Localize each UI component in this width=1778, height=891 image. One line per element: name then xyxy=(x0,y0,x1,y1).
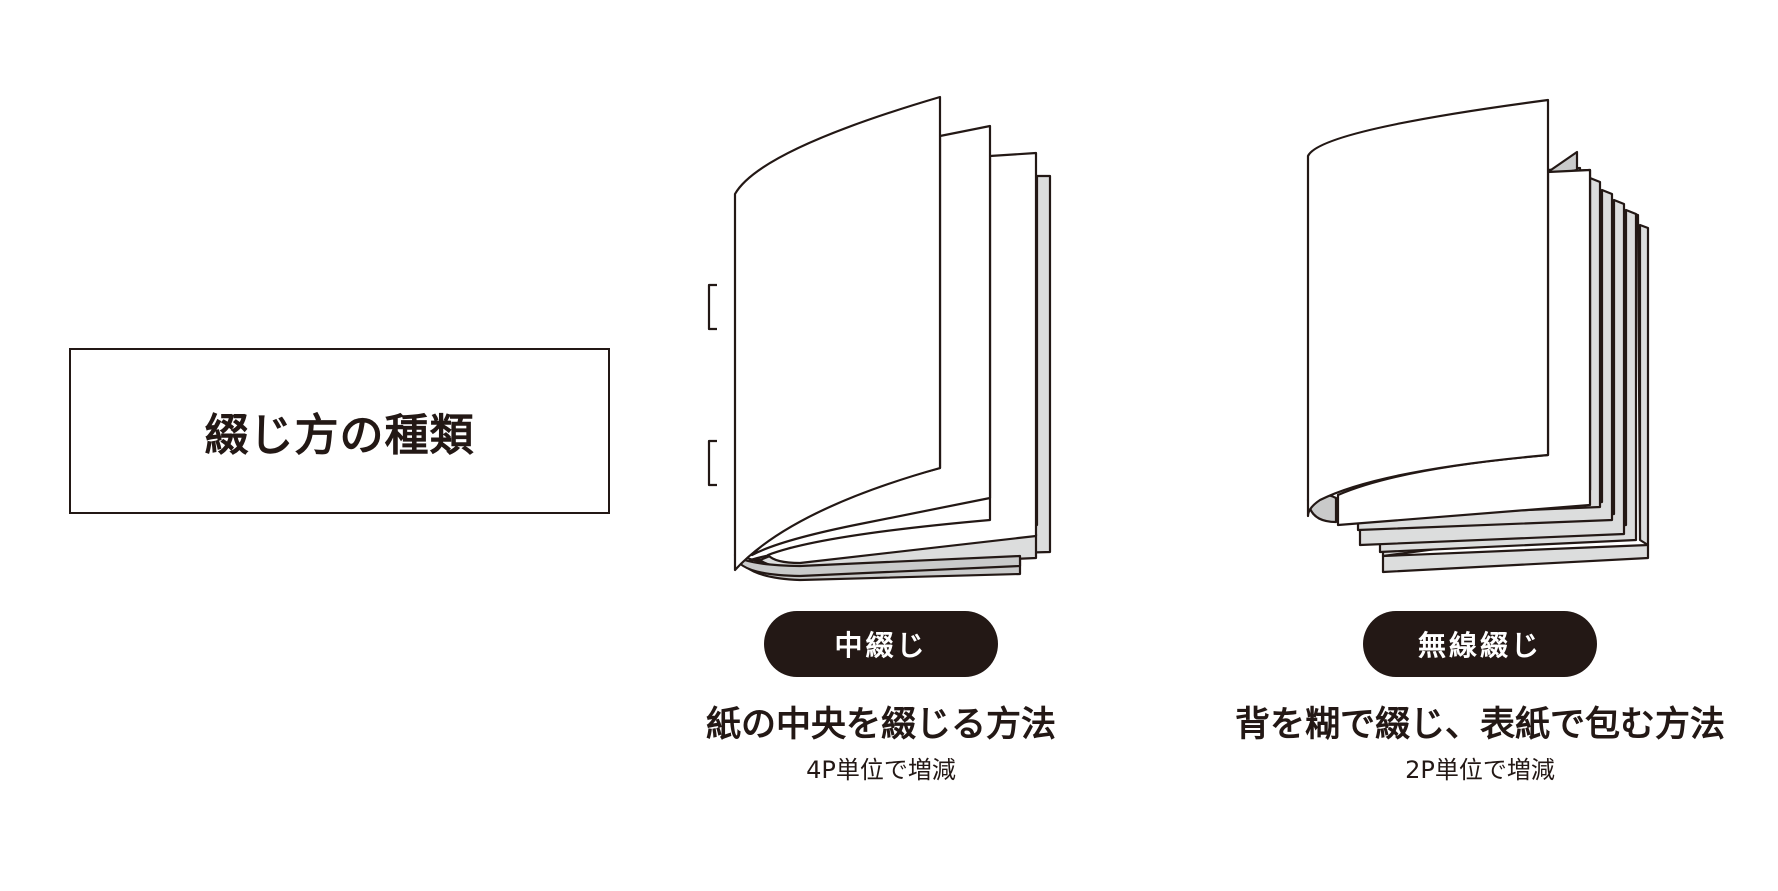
perfect-page-5b xyxy=(1378,208,1638,554)
saddle-page-3 xyxy=(766,151,1038,565)
saddle-stitch-description: 紙の中央を綴じる方法 xyxy=(705,705,1056,745)
perfect-page-3 xyxy=(1356,188,1614,532)
perfect-binding-illustration xyxy=(1306,98,1650,574)
saddle-fold-base xyxy=(733,553,1022,578)
title-box: 綴じ方の種類 xyxy=(69,348,610,514)
staple-bottom-icon xyxy=(707,439,717,487)
page-title: 綴じ方の種類 xyxy=(204,410,475,461)
perfect-binding-increment: 2P単位で増減 xyxy=(1405,756,1555,784)
saddle-page-front xyxy=(733,95,942,572)
staple-top-icon xyxy=(707,283,717,331)
perfect-page-4 xyxy=(1358,198,1626,547)
saddle-stitch-illustration xyxy=(707,95,1052,582)
perfect-binding-label: 無線綴じ xyxy=(1363,611,1597,677)
saddle-stitch-label: 中綴じ xyxy=(764,611,998,677)
perfect-binding-description: 背を糊で綴じ、表紙で包む方法 xyxy=(1234,705,1725,745)
saddle-stitch-increment: 4P単位で増減 xyxy=(806,756,956,784)
perfect-page-front xyxy=(1306,98,1550,518)
